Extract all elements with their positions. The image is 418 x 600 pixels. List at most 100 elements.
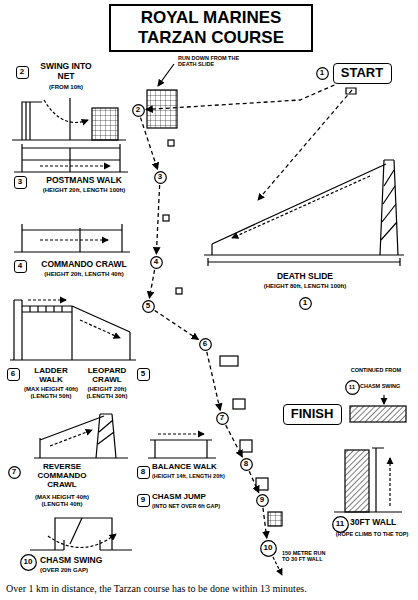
route-connector — [146, 85, 334, 110]
finish-band — [350, 406, 406, 422]
obstacle-label: RUN DOWN FROM THE DEATH SLIDE — [178, 55, 250, 68]
node-text: 8 — [141, 468, 145, 477]
route-connector — [140, 118, 157, 170]
commando-crawl-drawing — [14, 224, 130, 252]
obstacle-label: DEATH SLIDE — [240, 272, 370, 282]
ladder-walk-leopard-crawl-drawing — [72, 306, 130, 360]
reverse-commando-crawl-drawing — [98, 420, 114, 444]
circle-outline — [332, 516, 348, 532]
swing-into-net-drawing — [44, 100, 88, 123]
node-text: FINISH — [291, 407, 334, 421]
map-end-arrow — [273, 557, 282, 575]
obstacle-label: LEOPARD CRAWL — [80, 366, 134, 384]
number-circle: 2 — [132, 104, 145, 117]
obstacle-label: (MAX HEIGHT 40ft) (LENGTH 50ft) — [22, 386, 80, 400]
thirty-ft-wall-drawing — [389, 458, 390, 506]
ladder-walk-leopard-crawl-drawing — [10, 300, 136, 360]
node-text: 3 — [18, 178, 22, 187]
obstacle-label: (HEIGHT 14ft, LENGTH 20ft) — [152, 473, 232, 479]
obstacle-label: SWING INTO NET — [36, 62, 96, 82]
number-circle: 1 — [316, 67, 329, 80]
number-circle: 7 — [216, 412, 229, 425]
map-obstacles — [147, 90, 282, 526]
swing-into-net-drawing — [12, 98, 126, 140]
obstacle-label: (HEIGHT 80ft, LENGTH 100ft) — [240, 283, 370, 290]
number-circle: 5 — [142, 300, 155, 313]
chasm-swing-drawing — [70, 518, 82, 544]
death-slide-drawing — [212, 164, 386, 255]
node-text: 2 — [20, 68, 24, 77]
obstacle-label: (HEIGHT 20ft, LENGTH 40ft) — [28, 271, 140, 278]
death-slide-drawing — [208, 258, 400, 266]
death-slide-drawing — [381, 170, 397, 240]
node-text: 9 — [260, 496, 264, 505]
route-connector — [207, 352, 220, 410]
map-obstacles — [268, 512, 282, 526]
chasm-swing-drawing — [30, 540, 132, 550]
death-slide-drawing — [204, 254, 404, 255]
thirty-ft-wall-drawing — [345, 450, 369, 512]
illustration — [10, 64, 406, 575]
thirty-ft-wall-drawing — [334, 448, 402, 512]
node-text: 10 — [264, 544, 273, 553]
number-circle: 4 — [150, 256, 163, 269]
ladder-walk-leopard-crawl-drawing — [10, 359, 136, 360]
swing-into-net-drawing — [22, 102, 42, 140]
route-connector — [226, 425, 243, 457]
number-circle: 10 — [260, 540, 277, 557]
death-slide-drawing — [380, 160, 398, 255]
obstacle-label: COMMANDO CRAWL — [32, 260, 136, 270]
obstacle-label: (FROM 10ft) — [36, 84, 96, 91]
obstacle-label: CHASM SWING — [360, 383, 412, 389]
node-text: 6 — [203, 340, 207, 349]
node-text: 7 — [220, 414, 224, 423]
ladder-walk-leopard-crawl-drawing — [22, 306, 72, 312]
finish-band — [350, 395, 406, 422]
reverse-commando-crawl-drawing — [34, 414, 128, 458]
node-text: 4 — [154, 258, 158, 267]
reverse-commando-crawl-drawing — [40, 416, 104, 458]
number-box: 3 — [14, 176, 27, 189]
map-death-slide-line — [346, 88, 356, 94]
map-obstacles — [176, 288, 182, 294]
obstacle-label: (OVER 20ft GAP) — [40, 567, 140, 574]
map-run-arrow — [158, 64, 174, 86]
swing-into-net-drawing — [92, 108, 118, 140]
node-text: 7 — [12, 468, 16, 477]
obstacle-label: BALANCE WALK — [152, 462, 232, 471]
circle-outline — [345, 380, 359, 394]
circle-outline — [316, 67, 328, 79]
circle-outline — [240, 458, 252, 470]
postmans-walk-drawing — [14, 144, 128, 172]
map-obstacles — [233, 399, 245, 409]
ladder-walk-leopard-crawl-drawing — [30, 306, 62, 312]
number-box: 6 — [7, 368, 20, 381]
node-text: 11 — [336, 520, 344, 529]
circle-outline — [8, 466, 20, 478]
obstacle-label: (HEIGHT 20ft, LENGTH 100ft) — [28, 187, 140, 194]
obstacle-label: (MAX HEIGHT 40ft) (LENGTH 40ft) — [26, 494, 98, 508]
circle-outline — [154, 171, 166, 183]
circle-outline — [150, 256, 162, 268]
ladder-walk-leopard-crawl-drawing — [28, 299, 66, 300]
node-text: 3 — [158, 173, 162, 182]
map-obstacles — [240, 440, 252, 452]
node-text: 1 — [320, 69, 324, 78]
map-obstacles — [220, 356, 238, 366]
map-end-arrow — [273, 557, 282, 575]
balance-walk-drawing — [148, 434, 216, 458]
number-circle: 8 — [240, 458, 253, 471]
number-circle: 10 — [20, 554, 37, 571]
finish-band — [383, 395, 384, 404]
node-text: 10 — [24, 558, 33, 567]
map-run-arrow — [158, 64, 174, 86]
terminal-box: START — [333, 63, 392, 84]
reverse-commando-crawl-drawing — [34, 457, 128, 458]
obstacle-label: 150 METRE RUN TO 30 FT WALL — [282, 550, 334, 563]
number-box: 5 — [137, 368, 150, 381]
node-text: START — [341, 66, 383, 80]
circle-outline — [132, 104, 144, 116]
number-circle: 6 — [199, 338, 212, 351]
balance-walk-drawing — [148, 440, 216, 458]
